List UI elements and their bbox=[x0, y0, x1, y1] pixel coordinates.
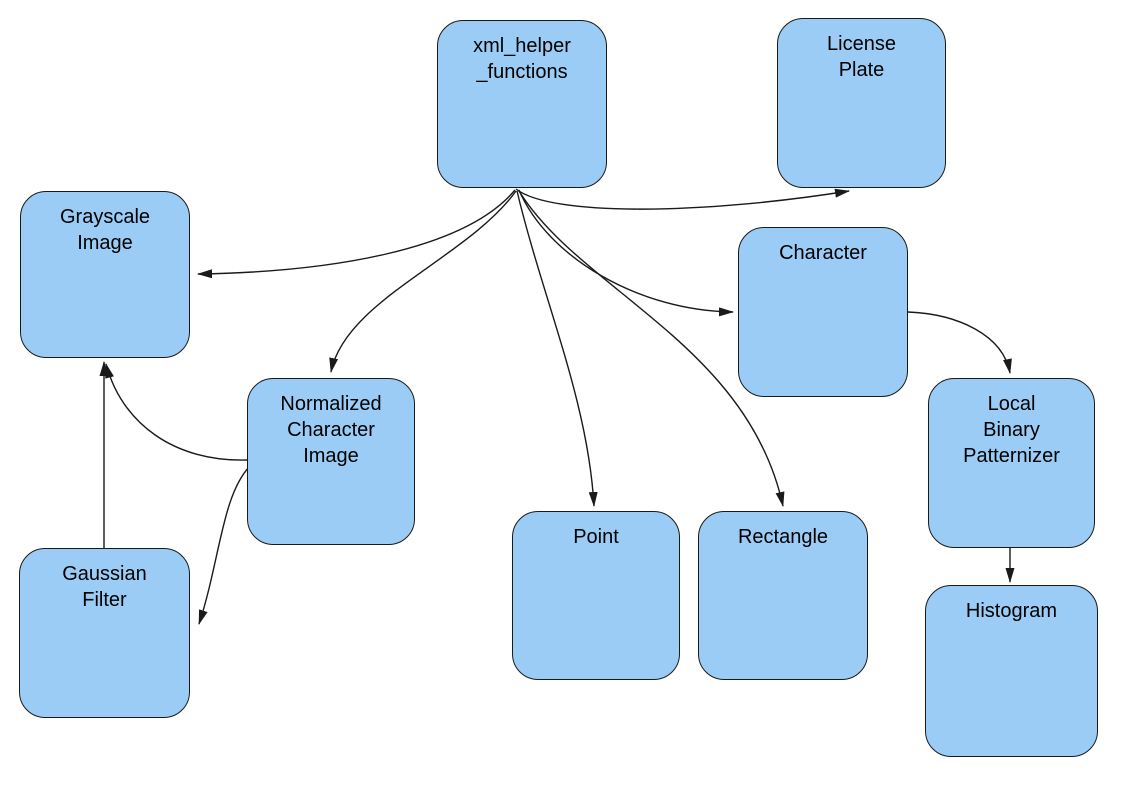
edge-character-to-localbinarypatternizer bbox=[907, 311, 1012, 374]
node-grayscale-image-label: Grayscale Image bbox=[59, 206, 151, 254]
node-histogram-label: Histogram bbox=[965, 600, 1058, 622]
edge-xmlhelper-to-character bbox=[518, 189, 734, 317]
node-normalized-character-image: Normalized Character Image bbox=[247, 378, 415, 545]
node-license-plate: License Plate bbox=[777, 18, 946, 188]
node-gaussian-filter-label: Gaussian Filter bbox=[62, 563, 147, 611]
node-rectangle-label: Rectangle bbox=[737, 526, 829, 548]
edge-normalizedcharacterimage-to-gaussianfilter bbox=[198, 465, 251, 625]
edge-xmlhelper-to-grayscaleimage bbox=[197, 189, 516, 279]
node-xml-helper-functions: xml_helper _functions bbox=[437, 20, 607, 188]
node-grayscale-image: Grayscale Image bbox=[20, 191, 190, 358]
node-point-label: Point bbox=[573, 526, 619, 548]
edge-xmlhelper-to-normalizedcharacterimage bbox=[329, 190, 517, 373]
node-normalized-character-image-label: Normalized Character Image bbox=[280, 393, 382, 467]
edge-normalizedcharacterimage-to-grayscaleimage bbox=[105, 363, 248, 461]
node-local-binary-patternizer: Local Binary Patternizer bbox=[928, 378, 1095, 548]
node-xml-helper-functions-label: xml_helper _functions bbox=[473, 35, 571, 83]
edge-xmlhelper-to-point bbox=[516, 190, 598, 507]
node-character: Character bbox=[738, 227, 908, 397]
node-point: Point bbox=[512, 511, 680, 680]
node-gaussian-filter: Gaussian Filter bbox=[19, 548, 190, 718]
node-histogram: Histogram bbox=[925, 585, 1098, 757]
node-rectangle: Rectangle bbox=[698, 511, 868, 680]
edge-xmlhelper-to-licenseplate bbox=[515, 188, 850, 210]
node-character-label: Character bbox=[779, 242, 867, 264]
node-local-binary-patternizer-label: Local Binary Patternizer bbox=[963, 393, 1060, 467]
node-license-plate-label: License Plate bbox=[827, 33, 896, 81]
edge-xmlhelper-to-rectangle bbox=[518, 190, 785, 507]
